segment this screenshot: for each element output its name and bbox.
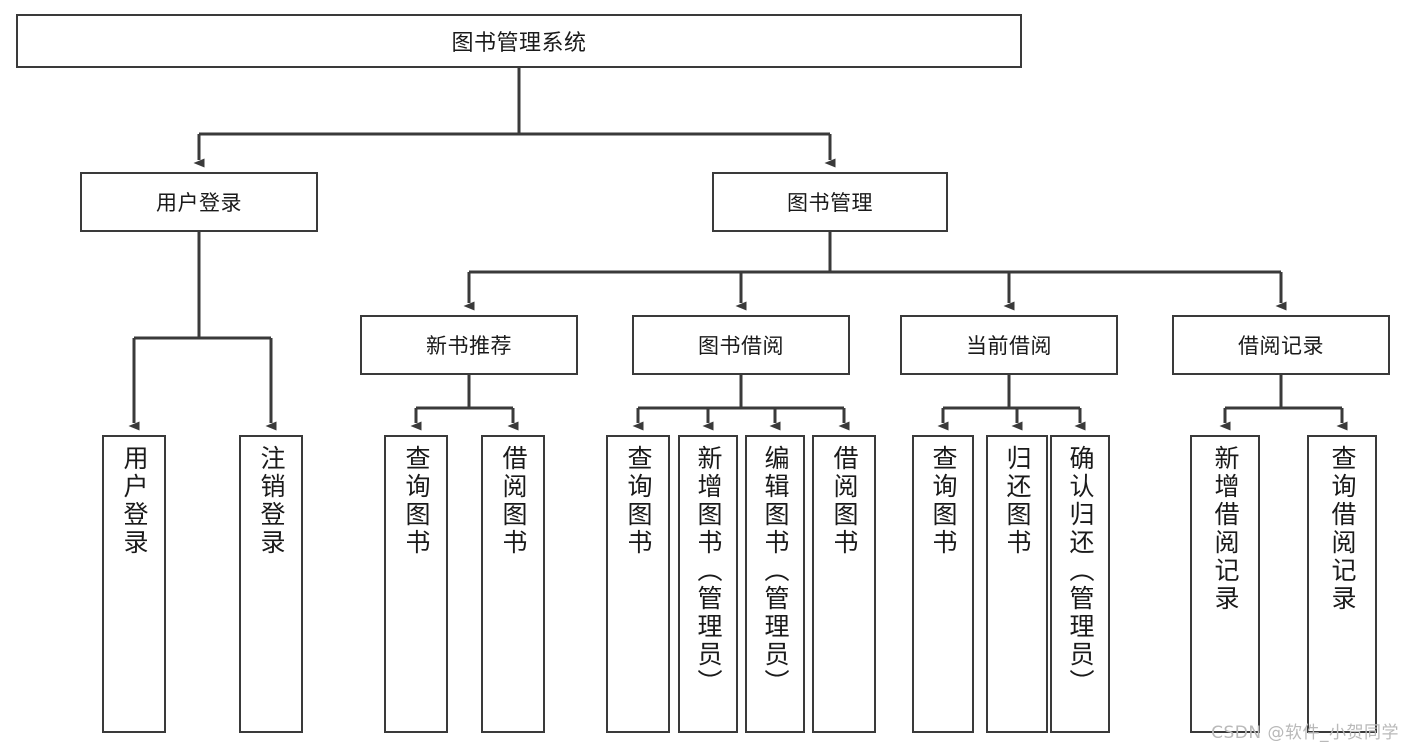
leaf-user-login-label: 用户登录 [120, 445, 149, 557]
leaf-borrow-books[interactable]: 借阅图书 [812, 435, 876, 733]
leaf-query-books-recommend[interactable]: 查询图书 [384, 435, 448, 733]
leaf-add-book-admin-label: 新增图书（管理员） [694, 445, 723, 697]
node-current-borrow[interactable]: 当前借阅 [900, 315, 1118, 375]
node-new-book-recommend[interactable]: 新书推荐 [360, 315, 578, 375]
node-borrow-records-label: 借阅记录 [1238, 334, 1324, 358]
node-borrow-records[interactable]: 借阅记录 [1172, 315, 1390, 375]
leaf-add-borrow-record-label: 新增借阅记录 [1211, 445, 1240, 613]
leaf-query-books-borrow[interactable]: 查询图书 [606, 435, 670, 733]
node-new-book-recommend-label: 新书推荐 [426, 334, 512, 358]
leaf-query-borrow-record-label: 查询借阅记录 [1328, 445, 1357, 613]
leaf-logout-label: 注销登录 [257, 445, 286, 557]
leaf-query-books-borrow-label: 查询图书 [624, 445, 653, 557]
leaf-logout[interactable]: 注销登录 [239, 435, 303, 733]
leaf-query-books-current[interactable]: 查询图书 [912, 435, 974, 733]
leaf-borrow-books-recommend-label: 借阅图书 [499, 445, 528, 557]
leaf-query-borrow-record[interactable]: 查询借阅记录 [1307, 435, 1377, 733]
leaf-borrow-books-label: 借阅图书 [830, 445, 859, 557]
leaf-add-borrow-record[interactable]: 新增借阅记录 [1190, 435, 1260, 733]
leaf-edit-book-admin[interactable]: 编辑图书（管理员） [745, 435, 805, 733]
node-book-borrow-label: 图书借阅 [698, 334, 784, 358]
leaf-return-books[interactable]: 归还图书 [986, 435, 1048, 733]
node-book-management-label: 图书管理 [787, 191, 873, 215]
leaf-confirm-return-admin[interactable]: 确认归还（管理员） [1050, 435, 1110, 733]
node-root-label: 图书管理系统 [451, 31, 587, 56]
node-current-borrow-label: 当前借阅 [966, 334, 1052, 358]
leaf-user-login[interactable]: 用户登录 [102, 435, 166, 733]
node-user-login-label: 用户登录 [156, 191, 242, 215]
leaf-confirm-return-admin-label: 确认归还（管理员） [1066, 445, 1095, 697]
node-book-borrow[interactable]: 图书借阅 [632, 315, 850, 375]
leaf-return-books-label: 归还图书 [1003, 445, 1032, 557]
leaf-query-books-recommend-label: 查询图书 [402, 445, 431, 557]
leaf-query-books-current-label: 查询图书 [929, 445, 958, 557]
node-user-login[interactable]: 用户登录 [80, 172, 318, 232]
leaf-add-book-admin[interactable]: 新增图书（管理员） [678, 435, 738, 733]
node-book-management[interactable]: 图书管理 [712, 172, 948, 232]
csdn-watermark: CSDN @软件_小贺同学 [1211, 723, 1399, 743]
leaf-borrow-books-recommend[interactable]: 借阅图书 [481, 435, 545, 733]
leaf-edit-book-admin-label: 编辑图书（管理员） [761, 445, 790, 697]
node-root[interactable]: 图书管理系统 [16, 14, 1022, 68]
